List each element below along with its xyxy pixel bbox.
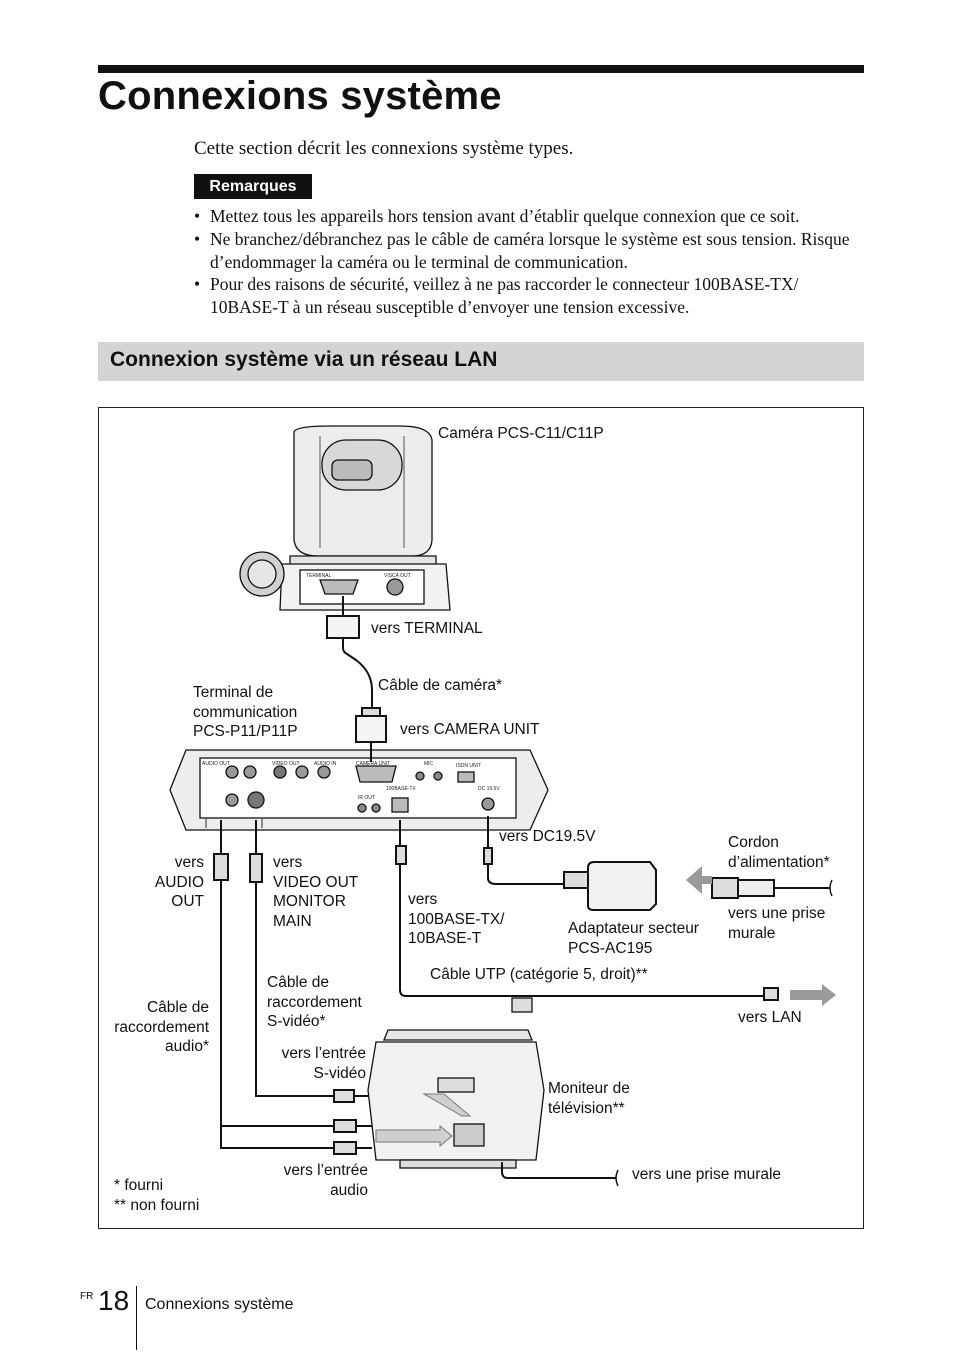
footer-lang: FR bbox=[80, 1291, 94, 1302]
footer-divider bbox=[136, 1286, 137, 1350]
label-camera-cable: Câble de caméra* bbox=[378, 677, 503, 694]
label-camera: Caméra PCS-C11/C11P bbox=[438, 425, 604, 442]
label-utp-cable: Câble UTP (catégorie 5, droit)** bbox=[430, 966, 648, 983]
legend: * fourni** non fourni bbox=[114, 1177, 200, 1214]
panel-label-audio-in: AUDIO IN bbox=[314, 761, 337, 767]
panel-label-mic: MIC bbox=[424, 761, 434, 767]
bullet-icon: • bbox=[194, 206, 201, 226]
utp-cable bbox=[395, 820, 779, 1001]
bullet-icon: • bbox=[194, 274, 201, 294]
panel-label-camera-unit: CAMERA UNIT bbox=[356, 761, 390, 767]
terminal-illustration bbox=[169, 749, 549, 831]
bullet-icon: • bbox=[194, 229, 201, 249]
note-item: •Mettez tous les appareils hors tension … bbox=[194, 206, 800, 226]
notes-badge: Remarques bbox=[194, 174, 312, 199]
label-to-dc: vers DC19.5V bbox=[499, 828, 596, 845]
label-to-terminal: vers TERMINAL bbox=[371, 620, 483, 637]
panel-label-lan-port: 100BASE-TX bbox=[386, 786, 416, 792]
label-to-camera-unit: vers CAMERA UNIT bbox=[400, 721, 540, 738]
label-to-wall-2: vers une prise murale bbox=[632, 1166, 782, 1183]
panel-label-video-out: VIDEO OUT bbox=[272, 761, 300, 767]
connection-diagram-frame bbox=[98, 407, 864, 1229]
section-title: Connexion système via un réseau LAN bbox=[110, 348, 498, 371]
title-rule bbox=[98, 65, 864, 73]
connection-diagram: TERMINAL VISCA OUT AUDIO OUT VIDEO OUT A… bbox=[169, 425, 836, 1187]
intro-text: Cette section décrit les connexions syst… bbox=[194, 138, 574, 159]
panel-label-camera-terminal: TERMINAL bbox=[306, 573, 332, 579]
page-number: 18 bbox=[98, 1285, 130, 1316]
panel-label-dc-in: DC 19.5V bbox=[478, 786, 500, 792]
camera-illustration bbox=[239, 425, 451, 611]
panel-label-ir-out: IR OUT bbox=[358, 795, 375, 801]
page-title: Connexions système bbox=[98, 74, 502, 118]
panel-label-isdn-unit: ISDN UNIT bbox=[456, 763, 481, 769]
label-to-lan: vers LAN bbox=[738, 1009, 802, 1026]
power-adapter bbox=[483, 816, 830, 911]
footer-section-label: Connexions système bbox=[145, 1296, 294, 1313]
note-item: •Ne branchez/débranchez pas le câble de … bbox=[194, 229, 850, 272]
panel-label-audio-out: AUDIO OUT bbox=[202, 761, 230, 767]
av-cables bbox=[213, 820, 372, 1155]
note-item: •Pour des raisons de sécurité, veillez à… bbox=[194, 274, 799, 317]
panel-label-visca-out: VISCA OUT bbox=[384, 573, 411, 579]
section-header-bar bbox=[98, 342, 864, 381]
camera-cable bbox=[326, 596, 387, 762]
